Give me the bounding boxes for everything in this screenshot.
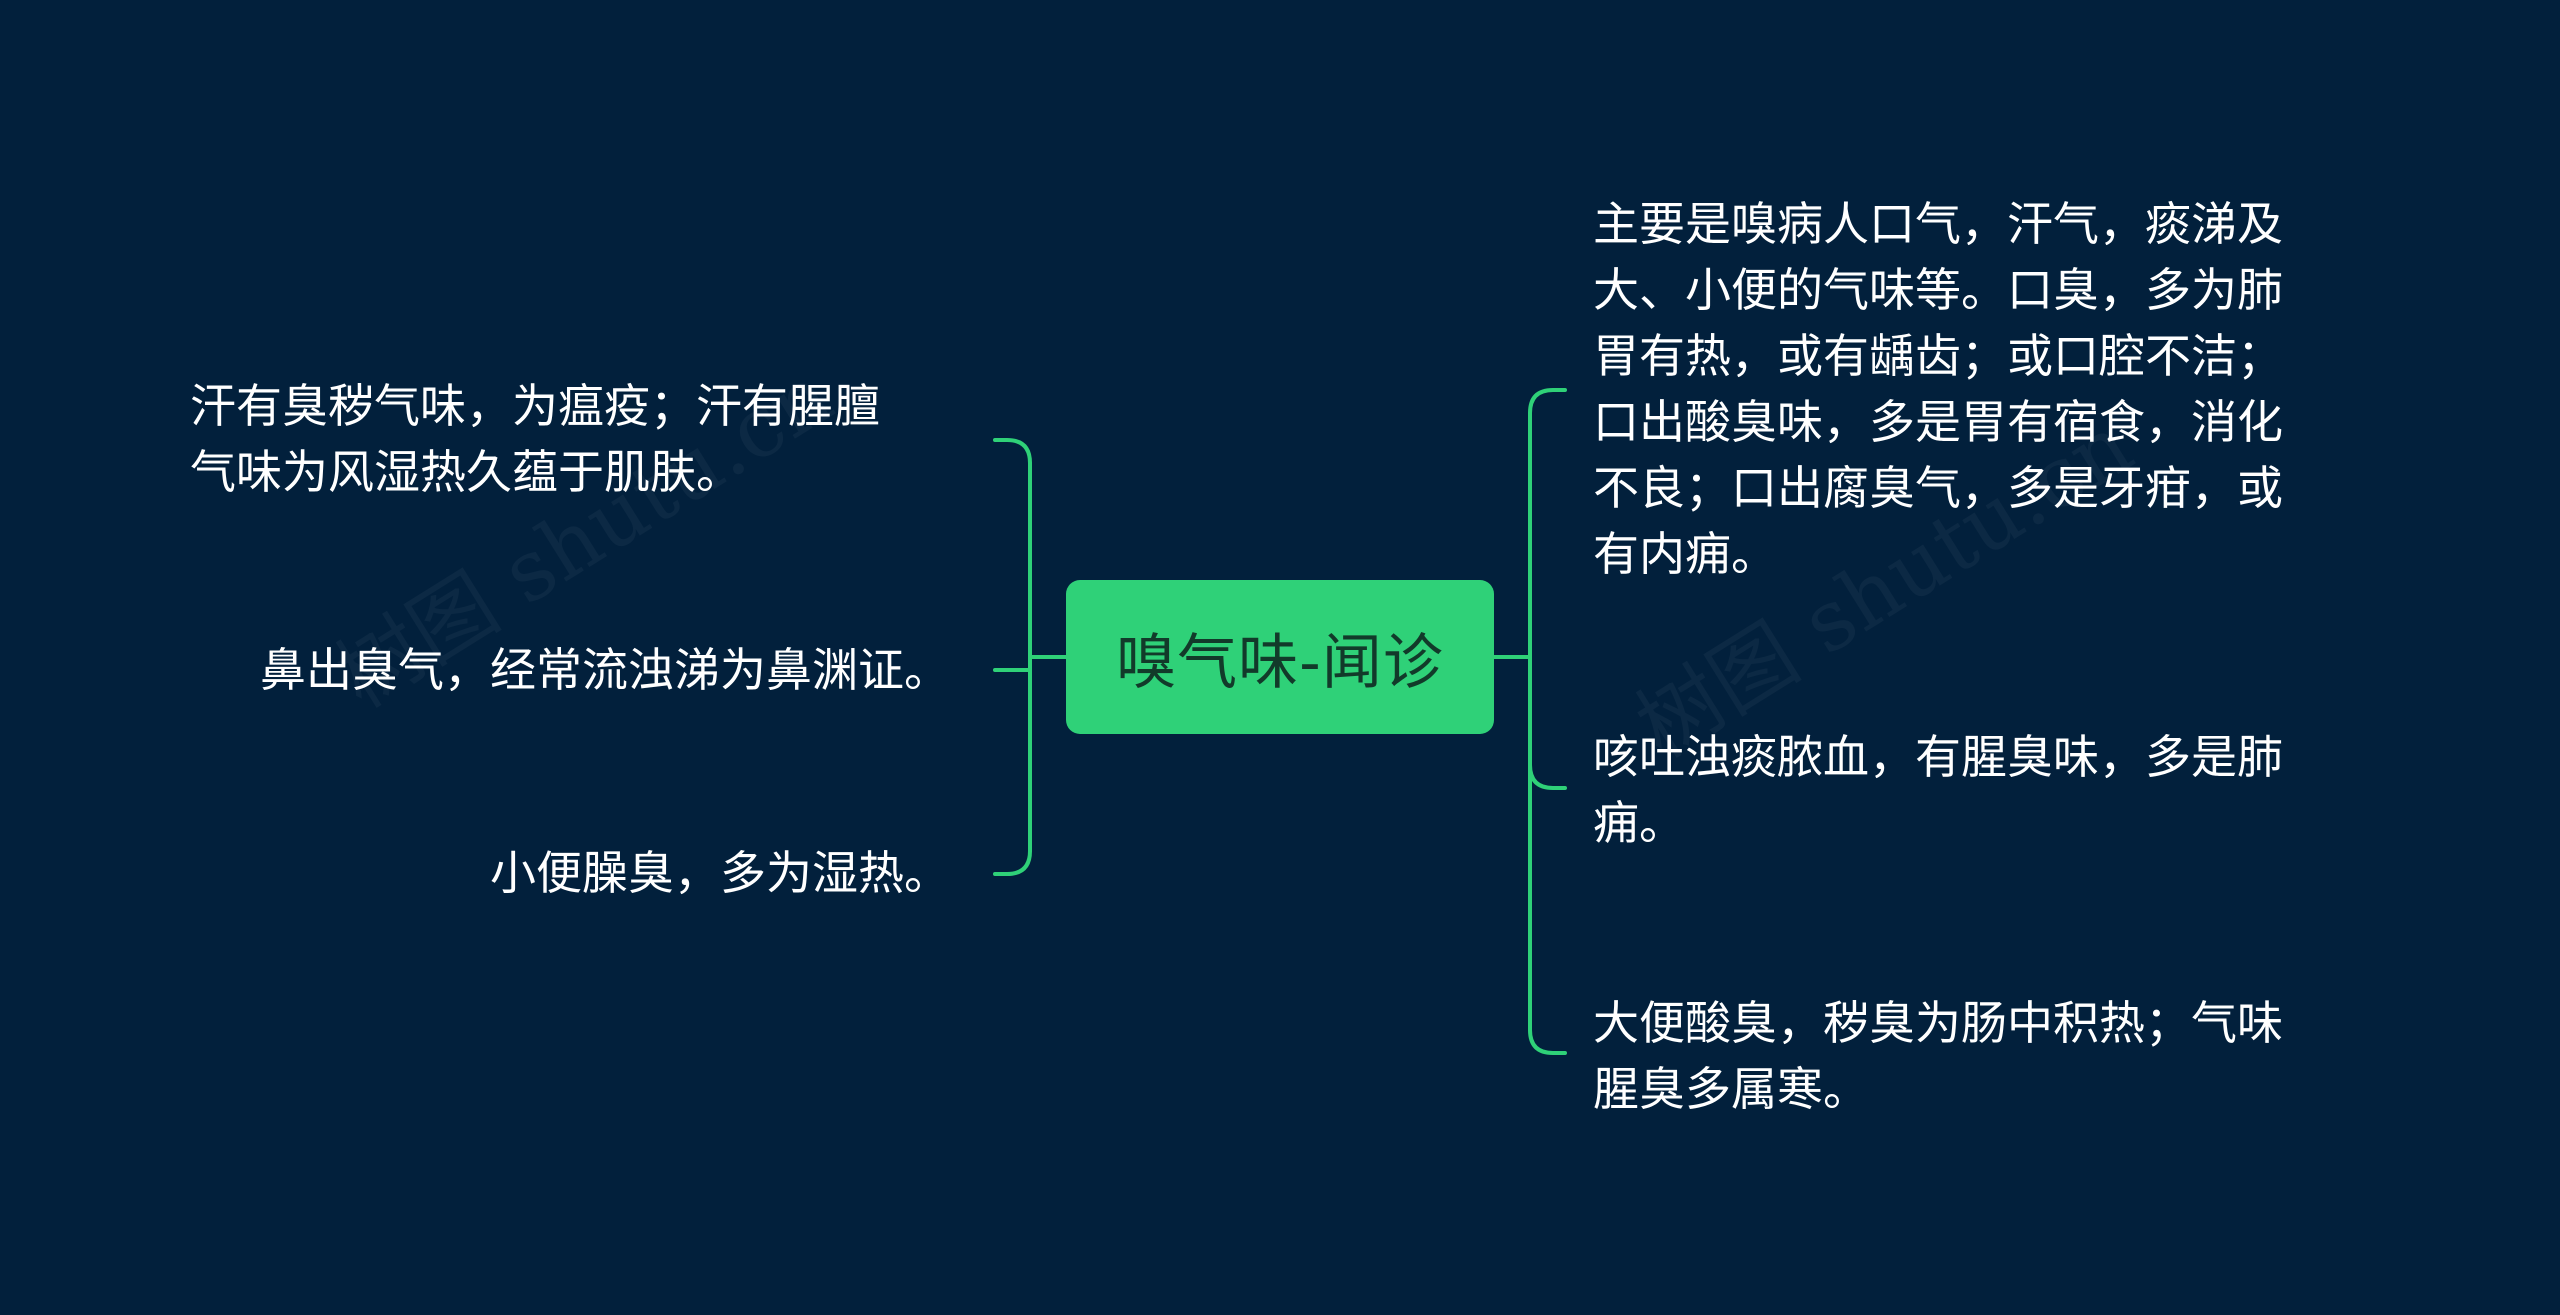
- center-topic-label: 嗅气味-闻诊: [1116, 627, 1444, 698]
- connector-left-branch-0: [993, 438, 1032, 465]
- connector-right-branch-2: [1528, 1028, 1567, 1055]
- topic-urine-odor[interactable]: 小便臊臭，多为湿热。: [490, 846, 950, 900]
- topic-sweat-odor[interactable]: 汗有臭秽气味，为瘟疫；汗有腥膻 气味为风湿热久蕴于肌肤。: [190, 379, 880, 499]
- topic-nose-odor[interactable]: 鼻出臭气，经常流浊涕为鼻渊证。: [260, 643, 950, 697]
- topic-breath-odor[interactable]: 主要是嗅病人口气，汗气，痰涕及 大、小便的气味等。口臭，多为肺 胃有热，或有龋齿…: [1593, 197, 2283, 581]
- connector-right-branch-1: [1528, 763, 1567, 790]
- center-topic-node[interactable]: 嗅气味-闻诊: [1066, 580, 1494, 734]
- topic-sputum-odor[interactable]: 咳吐浊痰脓血，有腥臭味，多是肺 痈。: [1593, 730, 2283, 850]
- connector-left-branch-2: [993, 849, 1032, 876]
- connector-right-branch-0: [1528, 388, 1567, 415]
- topic-stool-odor[interactable]: 大便酸臭，秽臭为肠中积热；气味 腥臭多属寒。: [1593, 996, 2283, 1116]
